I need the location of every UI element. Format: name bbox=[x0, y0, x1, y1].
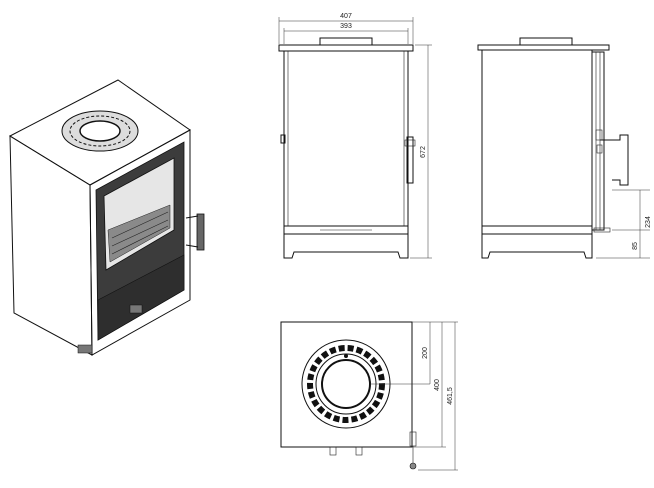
top-flue-opening bbox=[321, 359, 371, 409]
dim-200-label: 200 bbox=[422, 347, 429, 359]
front-base bbox=[283, 233, 409, 259]
iso-left-face bbox=[9, 135, 93, 356]
isometric-view bbox=[8, 79, 205, 356]
dim-234-label: 234 bbox=[645, 216, 652, 228]
dim-672-label: 672 bbox=[420, 146, 427, 158]
dim-4615-label: 461,5 bbox=[447, 387, 454, 405]
dim-393-label: 393 bbox=[340, 23, 352, 30]
iso-flue-opening bbox=[79, 120, 121, 142]
side-base bbox=[481, 233, 593, 259]
dim-85-label: 85 bbox=[632, 242, 639, 250]
iso-ash-drawer bbox=[97, 254, 185, 341]
top-plate-outline bbox=[280, 321, 413, 448]
side-body bbox=[481, 49, 593, 227]
front-body bbox=[283, 50, 409, 227]
iso-front-face bbox=[89, 129, 191, 356]
iso-handle bbox=[196, 213, 205, 251]
dim-407-label: 407 bbox=[340, 13, 352, 20]
front-handle bbox=[406, 136, 414, 184]
side-flue-collar bbox=[519, 37, 573, 46]
front-top-plate bbox=[278, 44, 414, 52]
front-flue-collar bbox=[319, 37, 373, 46]
dim-400-label: 400 bbox=[434, 379, 441, 391]
front-view: 407 393 672 bbox=[278, 13, 432, 259]
side-handle bbox=[600, 134, 629, 186]
side-view: 234 85 bbox=[477, 37, 652, 259]
side-top-plate bbox=[477, 44, 610, 51]
side-door-edge bbox=[591, 51, 605, 231]
top-view: 200 400 461,5 bbox=[280, 321, 458, 471]
